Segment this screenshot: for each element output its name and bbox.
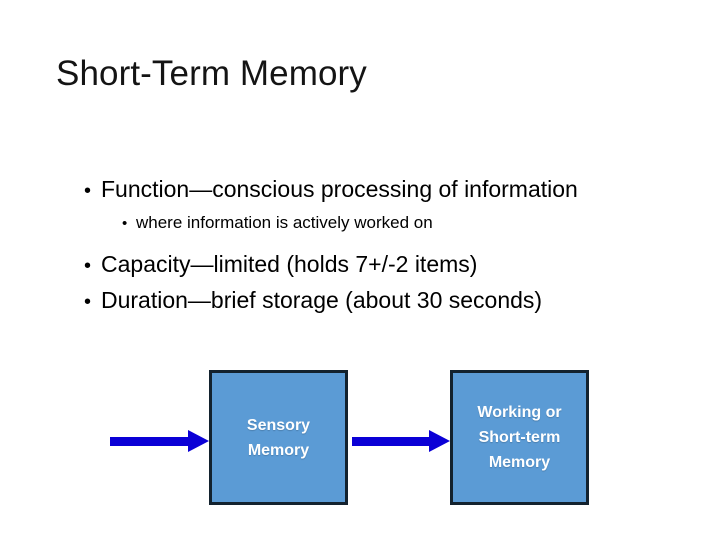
arrow-sensory-to-working-icon — [352, 430, 450, 452]
list-item: • Capacity—limited (holds 7+/-2 items) — [84, 247, 684, 283]
list-item: • Function—conscious processing of infor… — [84, 172, 684, 208]
bullet-dot-icon: • — [122, 215, 128, 232]
page-title: Short-Term Memory — [56, 54, 367, 93]
bullet-dot-icon: • — [84, 180, 92, 202]
arrow-head — [188, 430, 209, 452]
arrow-shaft — [110, 437, 190, 446]
memory-flow-diagram: Sensory Memory Working or Short-term Mem… — [0, 362, 720, 522]
working-memory-box: Working or Short-term Memory — [450, 370, 589, 505]
bullet-dot-icon: • — [84, 291, 92, 313]
arrow-shaft — [352, 437, 431, 446]
sensory-memory-label: Sensory Memory — [246, 416, 311, 459]
bullet-list: • Function—conscious processing of infor… — [84, 172, 684, 319]
list-item-text: Duration—brief storage (about 30 seconds… — [101, 287, 543, 313]
list-item: • where information is actively worked o… — [122, 208, 684, 239]
list-item-text: Capacity—limited (holds 7+/-2 items) — [101, 251, 478, 277]
list-item-text: where information is actively worked on — [136, 213, 433, 232]
sensory-memory-box: Sensory Memory — [209, 370, 348, 505]
working-memory-label: Working or Short-term Memory — [477, 404, 562, 471]
list-item: • Duration—brief storage (about 30 secon… — [84, 283, 684, 319]
arrow-head — [429, 430, 450, 452]
bullet-dot-icon: • — [84, 255, 92, 277]
arrow-into-sensory-icon — [110, 430, 209, 452]
list-item-text: Function—conscious processing of informa… — [101, 176, 578, 202]
